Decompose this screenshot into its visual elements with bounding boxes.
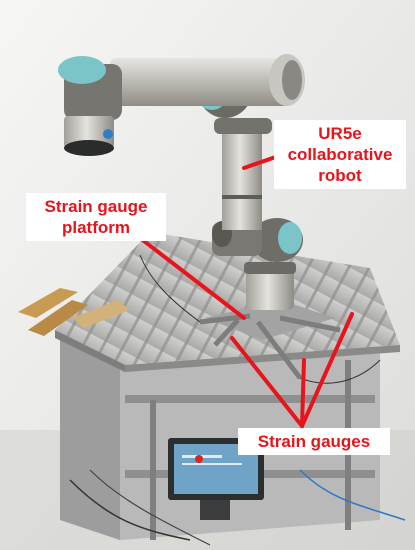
robot-label-line-2: collaborative [287,145,393,164]
gauge-pointer-line-1 [230,336,304,428]
platform-pointer-line [138,236,246,320]
robot-label: UR5e collaborative robot [274,120,406,189]
gauge-pointer-line-3 [300,358,306,428]
gauges-label: Strain gauges [238,428,390,455]
gauges-label-line-1: Strain gauges [257,432,371,451]
gauge-pointer-line-2 [300,312,354,428]
platform-label-line-1: Strain gauge [44,197,148,216]
robot-label-line-1: UR5e [318,124,362,143]
robot-label-line-3: robot [318,166,362,185]
platform-label: Strain gauge platform [26,193,166,241]
platform-label-line-2: platform [62,218,130,237]
